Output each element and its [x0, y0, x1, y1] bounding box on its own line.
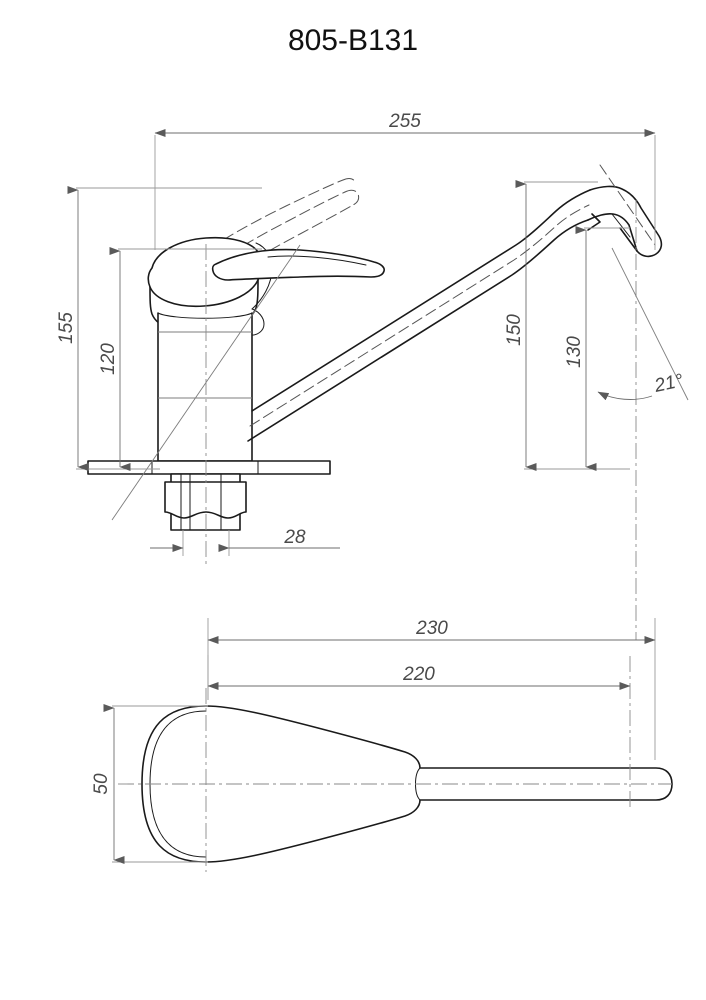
handle-lever — [211, 248, 385, 281]
dimension-150-label: 150 — [504, 314, 525, 346]
dimension-255: 255 — [154, 111, 656, 250]
threaded-shank — [164, 473, 247, 531]
mounting-flange — [87, 460, 331, 475]
elevation-view — [87, 164, 663, 568]
page-title: 805-B131 — [288, 24, 418, 57]
dimension-230-label: 230 — [415, 618, 448, 639]
handle-raised-phantom — [170, 178, 360, 304]
dimension-28: 28 — [150, 527, 340, 556]
dimension-130-label: 130 — [564, 336, 585, 368]
dimension-50: 50 — [91, 704, 208, 864]
spout-aerator-head — [587, 164, 663, 258]
dimension-220: 220 — [207, 655, 631, 700]
dimension-155-label: 155 — [56, 312, 77, 344]
dimension-50-label: 50 — [91, 773, 112, 795]
dimension-120-label: 120 — [98, 343, 119, 375]
dimension-130: 130 — [564, 226, 630, 471]
dimension-220-label: 220 — [402, 664, 435, 685]
plan-view — [118, 656, 673, 872]
dimension-21-deg: 21° — [597, 200, 689, 640]
dimension-120: 120 — [98, 247, 262, 471]
dimension-28-label: 28 — [283, 527, 306, 548]
dimension-150: 150 — [504, 180, 598, 471]
dimension-255-label: 255 — [388, 111, 421, 132]
